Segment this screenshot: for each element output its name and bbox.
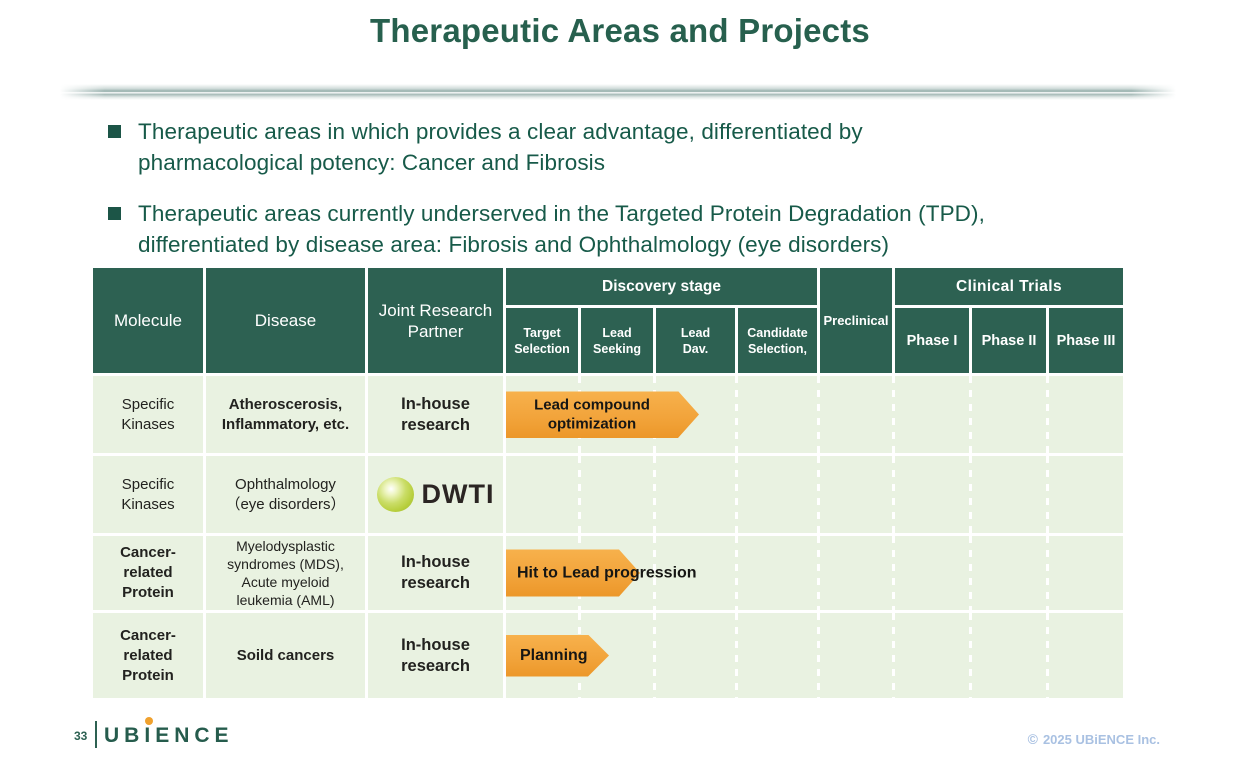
page-title: Therapeutic Areas and Projects xyxy=(370,12,870,49)
cell-disease: Atheroscerosis, Inflammatory, etc. xyxy=(206,376,365,453)
header-preclinical: Preclinical xyxy=(820,268,892,373)
header-discovery-stage: Discovery stage xyxy=(506,268,817,305)
cell-partner: In-house research xyxy=(368,613,503,698)
progress-arrow: Planning xyxy=(506,635,609,677)
table-row: Cancer- related Protein Soild cancers In… xyxy=(93,613,1123,698)
page-number: 33 xyxy=(74,729,88,743)
stage-track: Hit to Lead progression xyxy=(506,536,1123,610)
copyright-icon: © xyxy=(1027,731,1038,747)
progress-arrow: Lead compound optimization xyxy=(506,391,699,438)
cell-molecule: Cancer- related Protein xyxy=(93,613,203,698)
logo-i-bar: I xyxy=(144,724,156,747)
header-candidate-selection: Candidate Selection, xyxy=(738,308,817,373)
logo-letters: ENCE xyxy=(155,724,234,747)
table-header: Molecule Disease Joint Research Partner … xyxy=(93,268,1123,373)
table-row: Specific Kinases Ophthalmology （eye diso… xyxy=(93,456,1123,533)
stage-track xyxy=(506,456,1123,533)
table-row: Cancer- related Protein Myelodysplastic … xyxy=(93,536,1123,610)
header-disease: Disease xyxy=(206,268,365,373)
copyright-text: 2025 UBiENCE Inc. xyxy=(1042,731,1160,747)
dwti-logo: DWTI xyxy=(376,477,495,512)
bullet-item: Therapeutic areas currently underserved … xyxy=(108,198,1168,260)
bullet-text: Therapeutic areas in which provides a cl… xyxy=(138,119,863,175)
cell-disease: Soild cancers xyxy=(206,613,365,698)
arrow-label: Hit to Lead progression xyxy=(517,564,697,581)
arrow-shape xyxy=(506,550,640,597)
arrow-label: Planning xyxy=(520,646,588,664)
bullet-list: Therapeutic areas in which provides a cl… xyxy=(108,116,1168,280)
header-phase-2: Phase II xyxy=(972,308,1046,373)
bullet-square-icon xyxy=(108,207,121,220)
header-clinical-trials: Clinical Trials xyxy=(895,268,1123,305)
arrow-shape xyxy=(506,391,699,438)
header-phase-1: Phase I xyxy=(895,308,969,373)
cell-molecule: Specific Kinases xyxy=(93,456,203,533)
cell-partner: DWTI xyxy=(368,456,503,533)
bullet-item: Therapeutic areas in which provides a cl… xyxy=(108,116,1168,178)
cell-molecule: Cancer- related Protein xyxy=(93,536,203,610)
header-target-selection: Target Selection xyxy=(506,308,578,373)
stage-track: Planning xyxy=(506,613,1123,698)
header-phase-3: Phase III xyxy=(1049,308,1123,373)
cell-partner: In-house research xyxy=(368,376,503,453)
logo-orange-dot-icon xyxy=(145,717,154,725)
bullet-text: Therapeutic areas currently underserved … xyxy=(138,201,985,257)
cell-disease: Myelodysplastic syndromes (MDS), Acute m… xyxy=(206,536,365,610)
cell-disease: Ophthalmology （eye disorders） xyxy=(206,456,365,533)
cell-molecule: Specific Kinases xyxy=(93,376,203,453)
footer-divider-bar xyxy=(95,721,97,748)
logo-letters: UB xyxy=(104,724,145,747)
arrow-label: Lead compound optimization xyxy=(534,396,650,433)
pipeline-table: Molecule Disease Joint Research Partner … xyxy=(93,268,1123,698)
stage-track: Lead compound optimization xyxy=(506,376,1123,453)
progress-arrow: Hit to Lead progression xyxy=(506,550,697,597)
dwti-logo-text: DWTI xyxy=(421,479,495,509)
table-row: Specific Kinases Atheroscerosis, Inflamm… xyxy=(93,376,1123,453)
header-lead-seeking: Lead Seeking xyxy=(581,308,653,373)
header-molecule: Molecule xyxy=(93,268,203,373)
dwti-sphere-icon xyxy=(376,477,414,512)
cell-partner: In-house research xyxy=(368,536,503,610)
title-divider xyxy=(60,84,1176,100)
arrow-shape xyxy=(506,635,609,677)
copyright-notice: © 2025 UBiENCE Inc. xyxy=(1028,731,1160,747)
header-lead-dav: Lead Dav. xyxy=(656,308,735,373)
header-partner: Joint Research Partner xyxy=(368,268,503,373)
bullet-square-icon xyxy=(108,125,121,138)
logo-letter-i: I xyxy=(144,717,156,748)
